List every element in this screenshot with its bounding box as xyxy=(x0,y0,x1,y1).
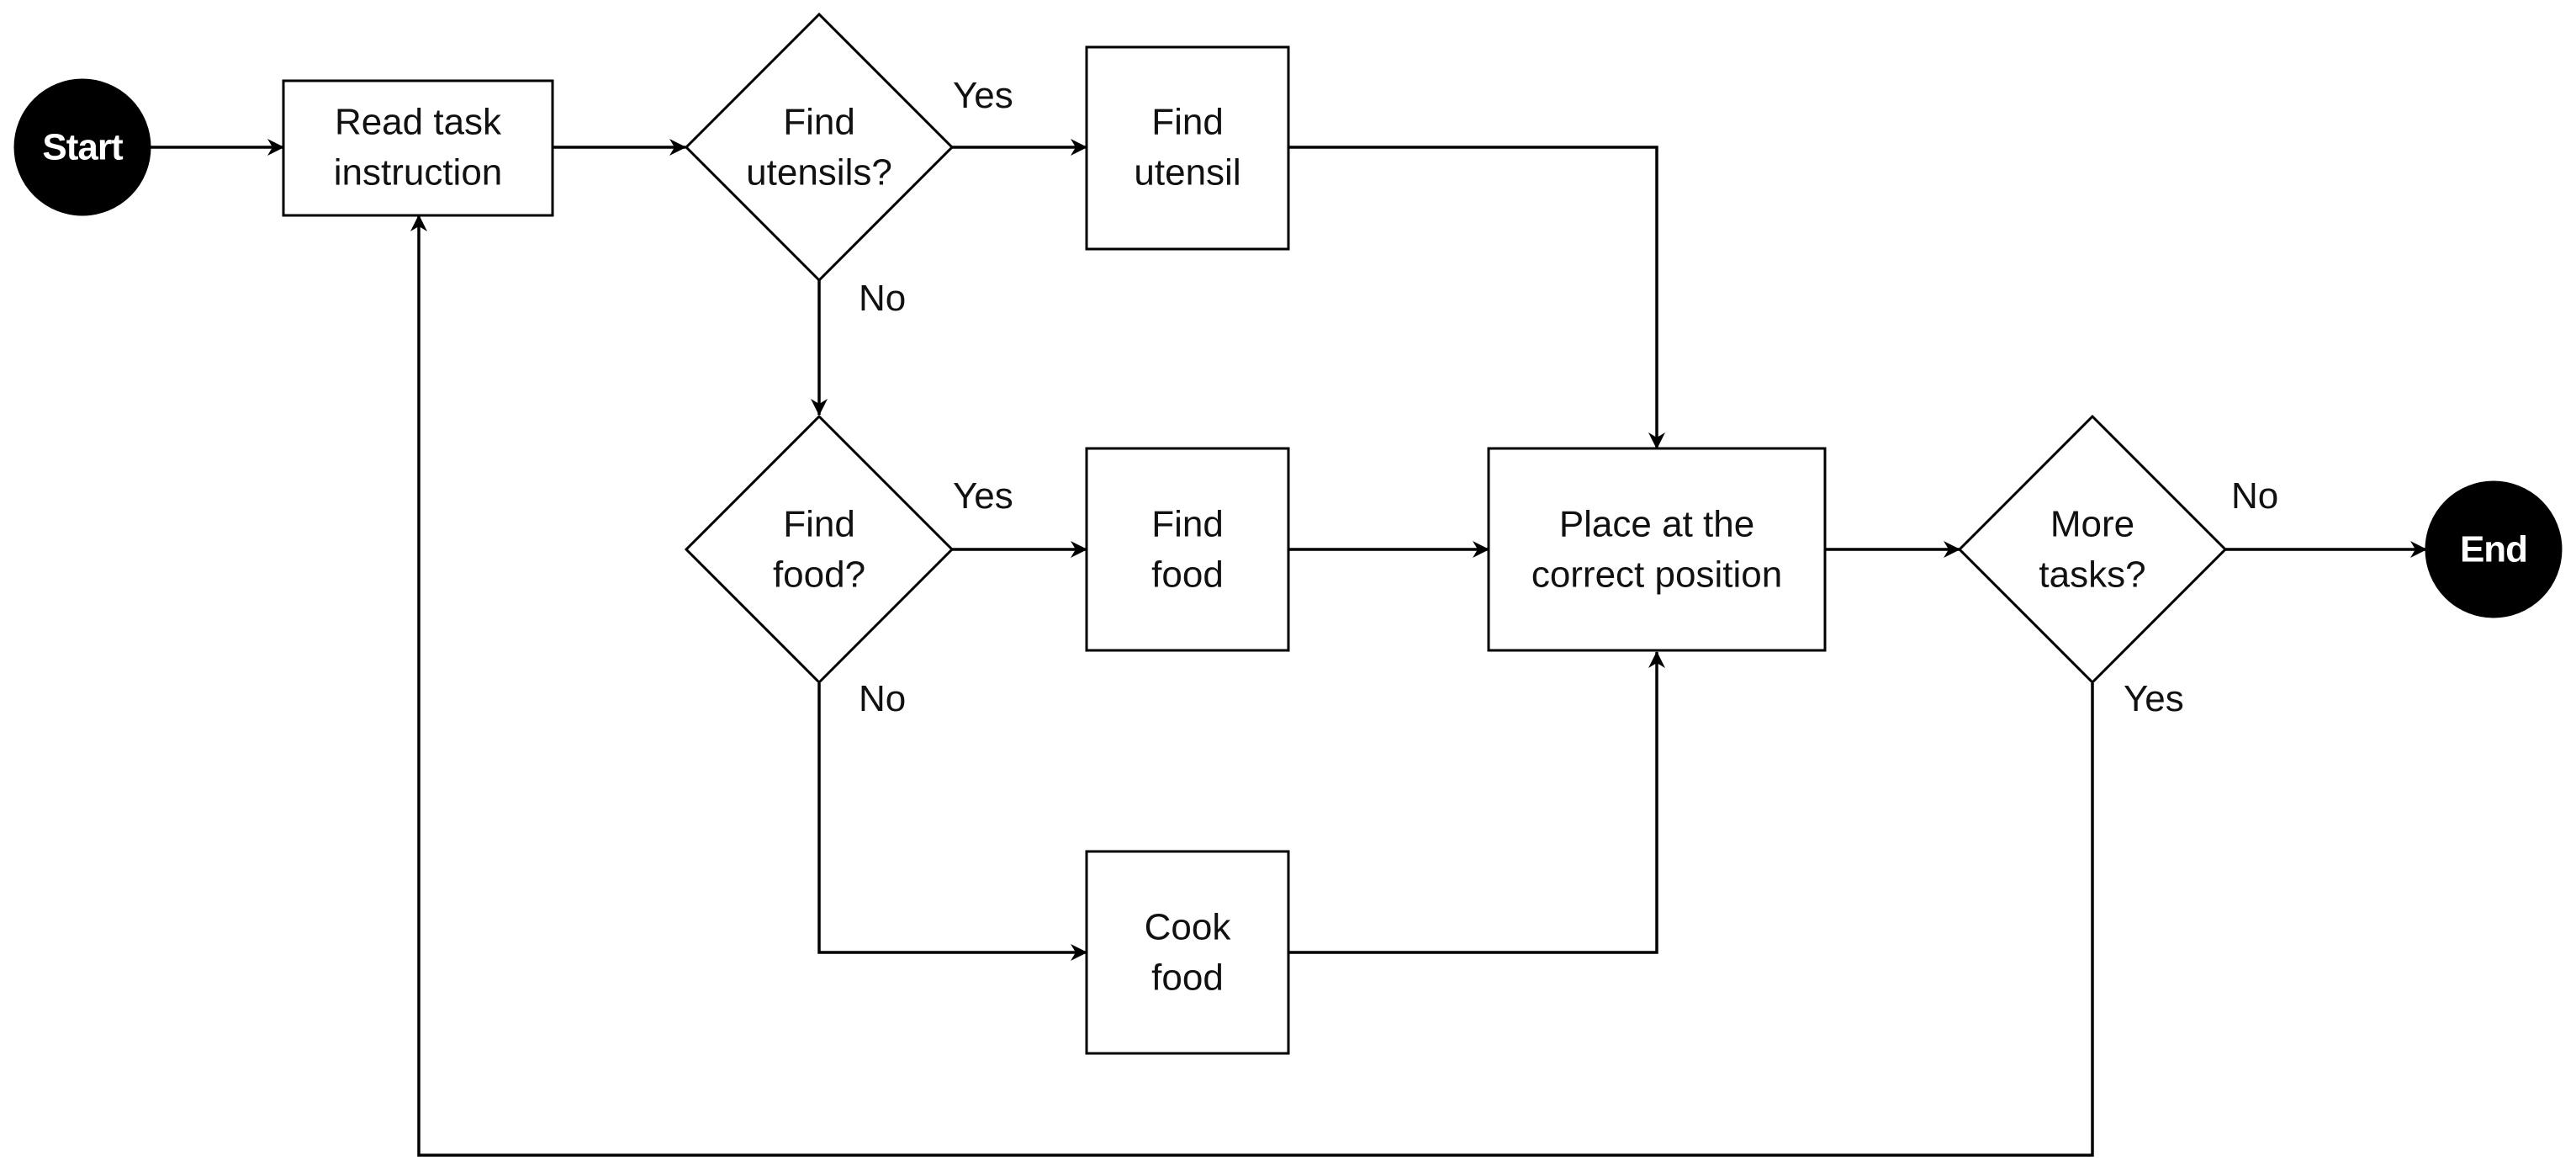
read-task-node: Read task instruction xyxy=(282,79,554,217)
find-food-node: Find food xyxy=(1085,447,1290,652)
edge-find-utensil-to-place xyxy=(1288,146,1665,449)
find-food-line-1: Find xyxy=(1151,504,1224,545)
more-tasks-decision-node: More tasks? xyxy=(1957,414,2228,685)
read-task-line-1: Read task xyxy=(335,102,502,143)
edge-labels: Yes No Yes No No Yes xyxy=(859,75,2278,719)
find-food-decision-line-2: food? xyxy=(773,554,865,596)
cook-food-line-1: Cook xyxy=(1145,907,1232,948)
more-tasks-decision-line-2: tasks? xyxy=(2039,554,2145,596)
find-food-decision-line-1: Find xyxy=(783,504,855,545)
edge-food-no-to-cook-food xyxy=(817,683,1087,961)
edge-label-food-yes: Yes xyxy=(953,475,1013,517)
cook-food-line-2: food xyxy=(1151,957,1224,999)
start-node: Start xyxy=(13,78,151,216)
cook-food-node: Cook food xyxy=(1085,850,1290,1055)
find-utensils-decision-line-2: utensils? xyxy=(746,152,892,194)
nodes: Start Read task instruction Find utensil… xyxy=(13,12,2563,1055)
find-utensils-decision-line-1: Find xyxy=(783,102,855,143)
edge-cook-food-to-place xyxy=(1288,651,1665,954)
find-utensil-node: Find utensil xyxy=(1085,45,1290,251)
find-utensil-line-1: Find xyxy=(1151,102,1224,143)
find-food-line-2: food xyxy=(1151,554,1224,596)
find-food-decision-node: Find food? xyxy=(684,414,955,685)
start-label: Start xyxy=(42,127,124,168)
find-utensil-line-2: utensil xyxy=(1134,152,1240,194)
edge-more-tasks-yes-loop-to-read-task xyxy=(410,215,2094,1157)
find-utensils-decision-node: Find utensils? xyxy=(684,12,955,283)
edge-label-more-tasks-no: No xyxy=(2231,475,2278,517)
edge-label-food-no: No xyxy=(859,678,906,719)
edge-label-utensils-no: No xyxy=(859,278,906,319)
edge-label-utensils-yes: Yes xyxy=(953,75,1013,116)
place-line-2: correct position xyxy=(1531,554,1782,596)
edges xyxy=(150,139,2427,1157)
place-node: Place at the correct position xyxy=(1487,447,1827,652)
end-node: End xyxy=(2425,480,2563,618)
more-tasks-decision-line-1: More xyxy=(2050,504,2134,545)
place-line-1: Place at the xyxy=(1559,504,1754,545)
edge-label-more-tasks-yes: Yes xyxy=(2124,678,2184,719)
end-label: End xyxy=(2460,529,2527,570)
read-task-line-2: instruction xyxy=(334,152,503,194)
